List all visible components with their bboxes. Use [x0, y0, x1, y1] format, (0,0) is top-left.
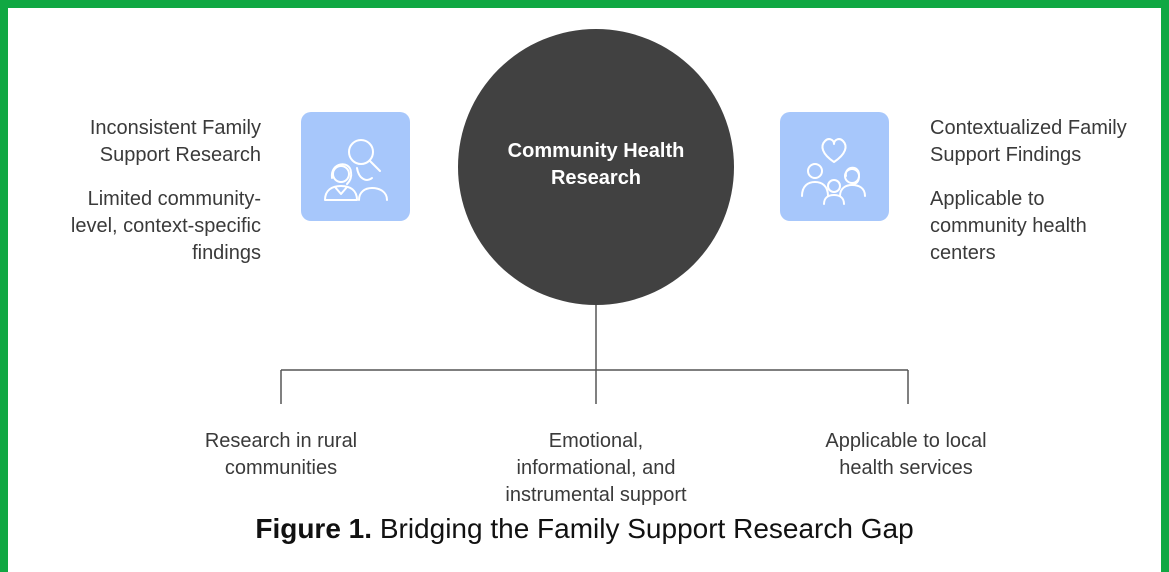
- left-desc-line1: Limited community-: [87, 188, 261, 210]
- branch-label-support: Emotional, informational, and instrument…: [471, 428, 721, 509]
- branch-support-line3: instrumental support: [505, 484, 687, 506]
- center-title-line1: Community Health: [507, 140, 685, 162]
- caption-text: Bridging the Family Support Research Gap: [372, 513, 914, 544]
- right-desc-line2: community health: [930, 215, 1087, 237]
- right-heading: Contextualized Family Support Findings: [930, 115, 1160, 169]
- branch-local-line1: Applicable to local: [825, 430, 987, 452]
- left-desc-line3: findings: [192, 242, 261, 264]
- branch-support-line2: informational, and: [516, 457, 676, 479]
- right-heading-line2: Support Findings: [930, 144, 1082, 166]
- left-heading: Inconsistent Family Support Research: [40, 115, 261, 169]
- branch-rural-line2: communities: [224, 457, 338, 479]
- family-heart-icon: [780, 112, 889, 221]
- center-title: Community Health Research: [458, 138, 734, 192]
- branch-label-rural: Research in rural communities: [156, 428, 406, 482]
- caption-label: Figure 1.: [255, 513, 373, 544]
- left-heading-line2: Support Research: [99, 144, 261, 166]
- figure-caption: Figure 1. Bridging the Family Support Re…: [0, 512, 1169, 546]
- right-desc-line1: Applicable to: [930, 188, 1045, 210]
- branch-label-local-health: Applicable to local health services: [781, 428, 1031, 482]
- branch-rural-line1: Research in rural: [204, 430, 358, 452]
- center-title-line2: Research: [550, 167, 642, 189]
- branch-local-line2: health services: [839, 457, 973, 479]
- left-description: Limited community- level, context-specif…: [40, 186, 261, 267]
- right-desc-line3: centers: [930, 242, 996, 264]
- right-heading-line1: Contextualized Family: [930, 117, 1127, 139]
- left-heading-line1: Inconsistent Family: [89, 117, 261, 139]
- research-people-magnifier-icon: [301, 112, 410, 221]
- left-desc-line2: level, context-specific: [70, 215, 261, 237]
- center-circle: [458, 29, 734, 305]
- branch-support-line1: Emotional,: [548, 430, 644, 452]
- right-description: Applicable to community health centers: [930, 186, 1160, 267]
